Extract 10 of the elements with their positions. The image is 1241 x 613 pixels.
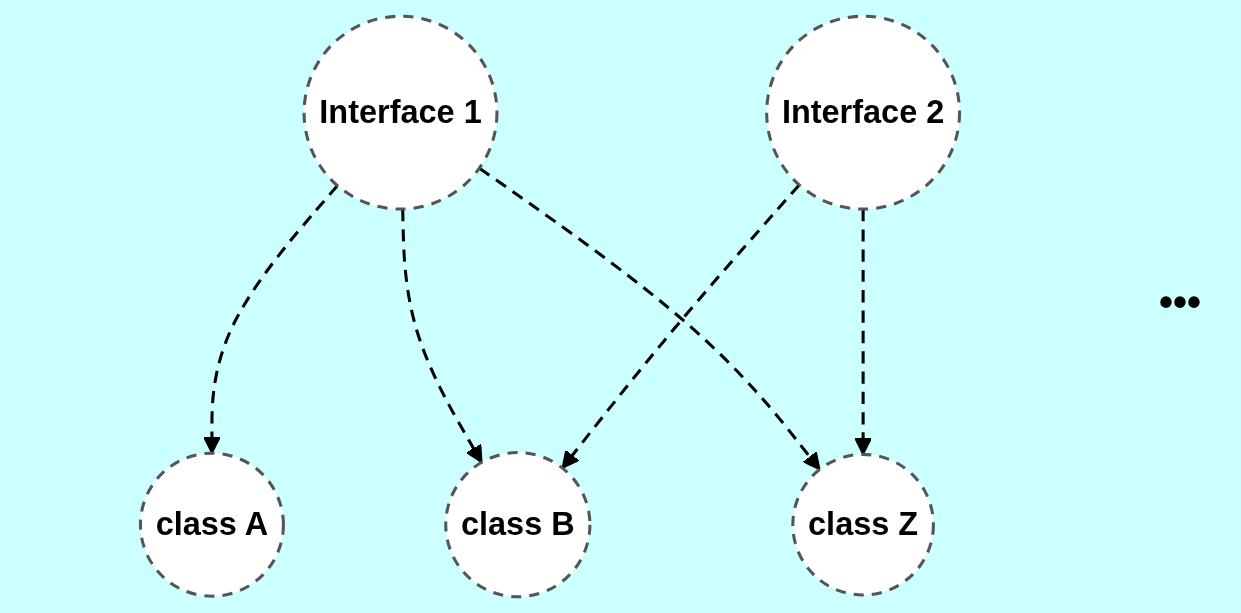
arrow <box>561 183 801 469</box>
arrow <box>478 166 821 471</box>
node-circle: class A <box>138 451 285 598</box>
node-circle: Interface 2 <box>765 14 962 211</box>
node-circle: class Z <box>791 452 935 597</box>
node-circle: Interface 1 <box>302 14 499 211</box>
ellipsis-mark: ••• <box>1159 280 1201 325</box>
arrow <box>203 184 339 454</box>
arrow <box>401 209 483 464</box>
node-circle: class B <box>444 451 592 599</box>
